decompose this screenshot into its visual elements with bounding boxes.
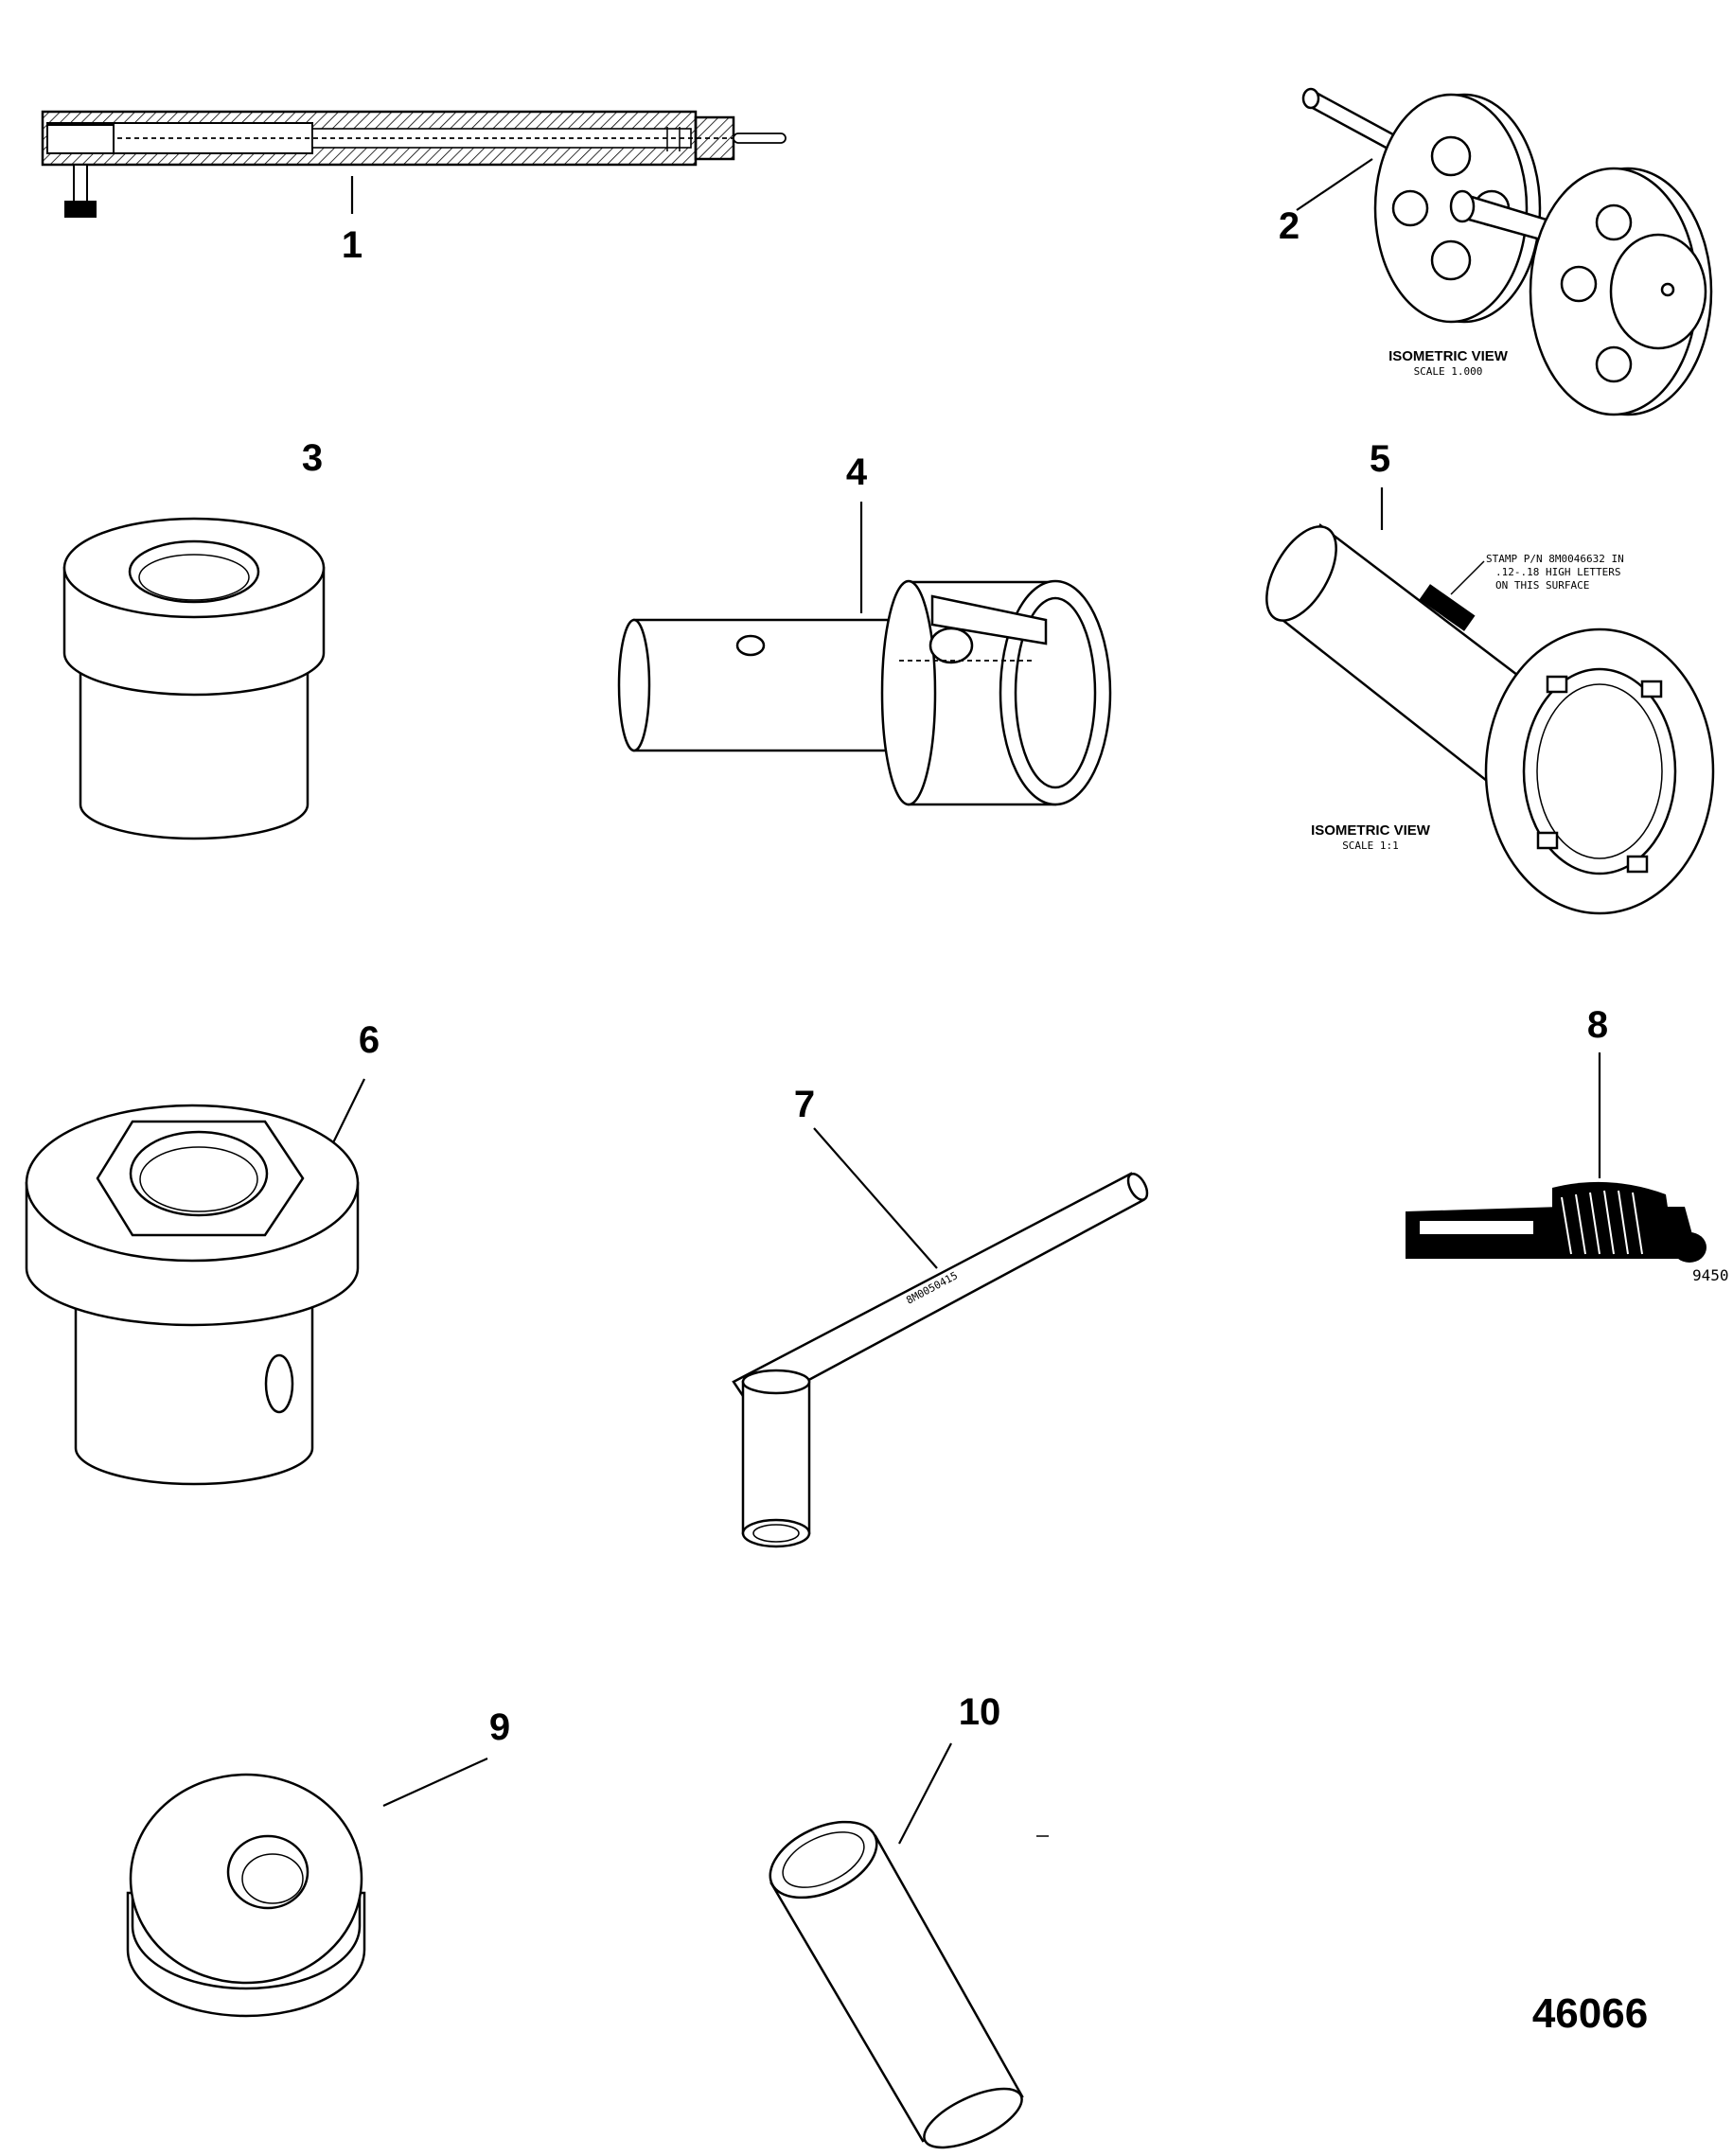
callout-5: 5 [1370, 438, 1390, 480]
callout-4: 4 [846, 451, 868, 493]
callout-10: 10 [959, 1691, 1001, 1733]
part-5-view-scale: SCALE 1:1 [1342, 839, 1399, 852]
part-2-view-scale: SCALE 1.000 [1414, 365, 1483, 378]
part-10-tube-driver [769, 1820, 1024, 2149]
figure-id: 46066 [1532, 1990, 1648, 2037]
callout-2: 2 [1279, 205, 1300, 247]
callout-3: 3 [302, 437, 323, 479]
callout-1: 1 [342, 224, 363, 266]
callout-7: 7 [794, 1084, 815, 1125]
part-7-socket-wrench [732, 1172, 1149, 1548]
part-4-sleeve-driver [617, 579, 1112, 806]
part-8-hose-clamp [1406, 1181, 1706, 1263]
part-3-bushing [62, 517, 326, 840]
callout-6: 6 [359, 1019, 380, 1061]
stamp-note-line-3: ON THIS SURFACE [1495, 579, 1589, 592]
stamp-note-line-2: .12-.18 HIGH LETTERS [1495, 566, 1620, 578]
part-5-spanner-tool [1265, 523, 1715, 915]
callout-9: 9 [489, 1706, 510, 1748]
stamp-note-line-1: STAMP P/N 8M0046632 IN [1486, 553, 1624, 565]
part-1-tool-section [41, 110, 787, 218]
part-2-view-title: ISOMETRIC VIEW [1388, 348, 1509, 364]
part-5-view-title: ISOMETRIC VIEW [1311, 822, 1431, 839]
part-2-flange-tool [1296, 87, 1713, 416]
small-code: 9450 [1692, 1266, 1729, 1284]
part-6-hex-installer [25, 1104, 360, 1486]
part-9-disc-driver [126, 1773, 366, 2018]
callout-8: 8 [1587, 1004, 1608, 1046]
